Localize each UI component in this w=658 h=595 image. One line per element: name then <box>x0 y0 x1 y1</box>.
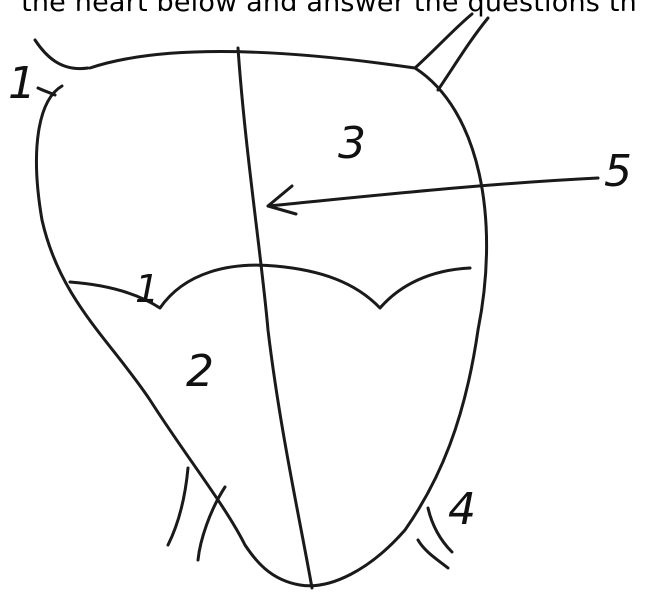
label-5: 5 <box>604 150 632 194</box>
top-vessel-inner <box>438 18 488 90</box>
label-2: 2 <box>186 350 214 394</box>
septum-line <box>238 48 312 588</box>
top-vessel <box>415 14 472 68</box>
arrow-line <box>268 178 598 206</box>
valve-line <box>70 265 470 308</box>
arrow-head <box>268 186 296 214</box>
left-vessel <box>35 40 88 69</box>
label-1-valve: 1 <box>135 270 159 308</box>
label-4: 4 <box>448 488 476 532</box>
apex-vessel-left-1 <box>168 468 188 545</box>
left-vessel-lower <box>38 88 55 95</box>
label-1-top-left: 1 <box>8 62 36 106</box>
apex-vessel-left-2 <box>198 487 225 560</box>
heart-outline <box>36 51 486 585</box>
label-3: 3 <box>338 122 366 166</box>
